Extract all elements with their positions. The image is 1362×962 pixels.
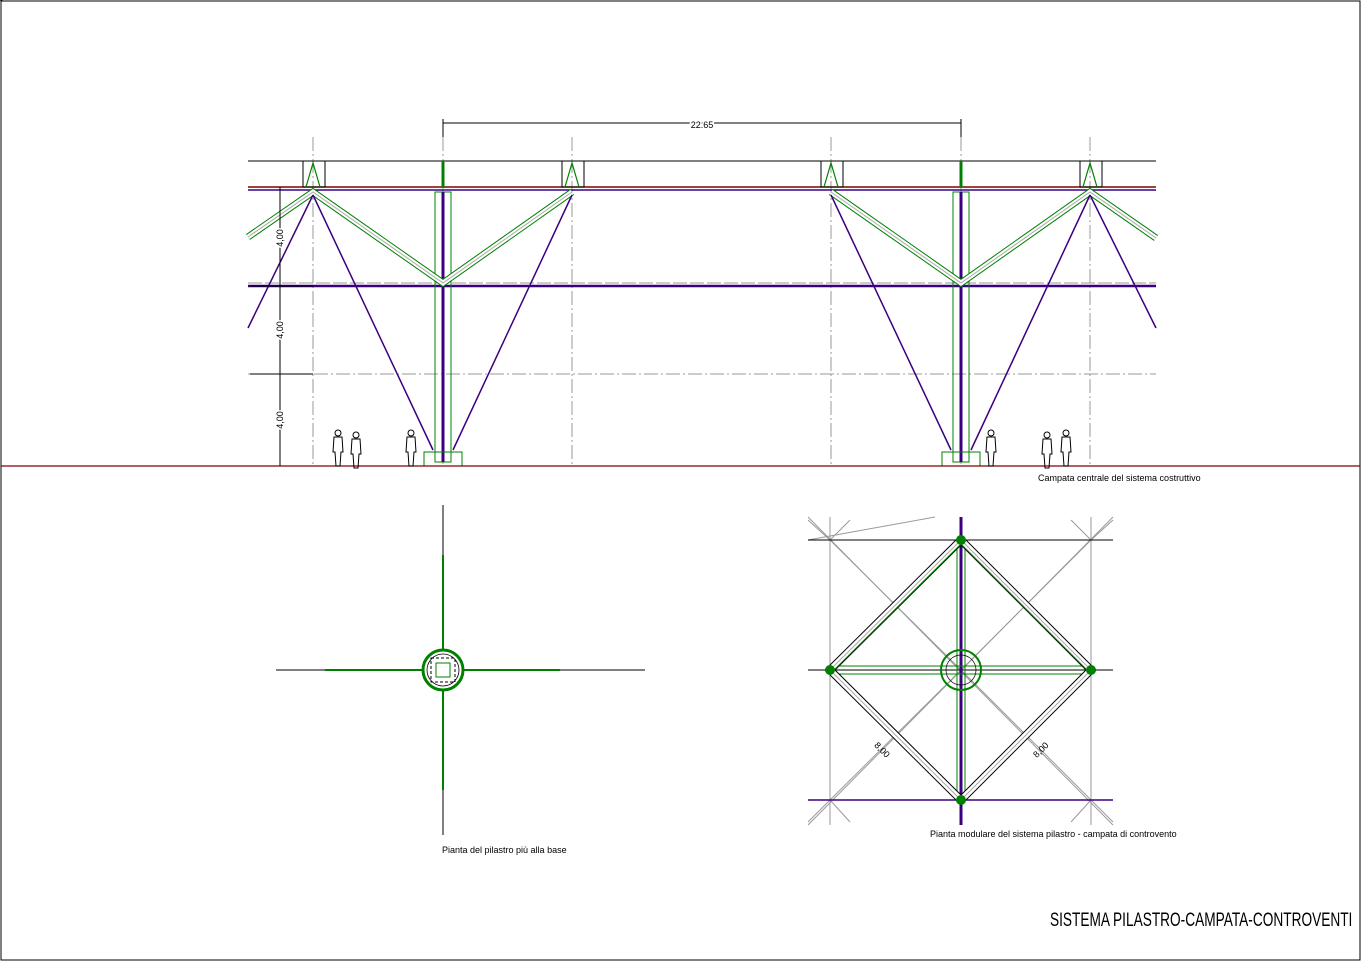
height-dimensions: 4,00 4,00 4,00: [250, 187, 313, 466]
diagonal-struts: [246, 187, 1159, 288]
column-plan-view: Pianta del pilastro più alla base: [276, 505, 645, 855]
sheet-title: SISTEMA PILASTRO-CAMPATA-CONTROVENTI: [1050, 909, 1352, 931]
plan-nodes: [825, 535, 1096, 805]
height-dimension-label: 4,00: [275, 321, 285, 339]
bracing-cables: [247, 194, 1157, 451]
height-dimension-label: 4,00: [275, 229, 285, 247]
module-plan-caption: Pianta modulare del sistema pilastro - c…: [930, 829, 1177, 839]
span-dimension: 22.65: [442, 119, 962, 137]
column-right: [941, 191, 981, 467]
elevation-view: 22.65 4,00 4,00 4,00 Campata centrale de…: [0, 0, 1360, 483]
column-plan-caption: Pianta del pilastro più alla base: [442, 845, 567, 855]
human-figures: [0, 0, 1072, 469]
column-left: [423, 191, 463, 467]
span-dimension-label: 22.65: [691, 120, 714, 130]
elevation-caption: Campata centrale del sistema costruttivo: [1038, 473, 1201, 483]
height-dimension-label: 4,00: [275, 411, 285, 429]
roof-nodes: [302, 160, 1103, 188]
module-plan-view: 8,00 8,00 Pianta modulare del sistema pi…: [807, 516, 1177, 839]
